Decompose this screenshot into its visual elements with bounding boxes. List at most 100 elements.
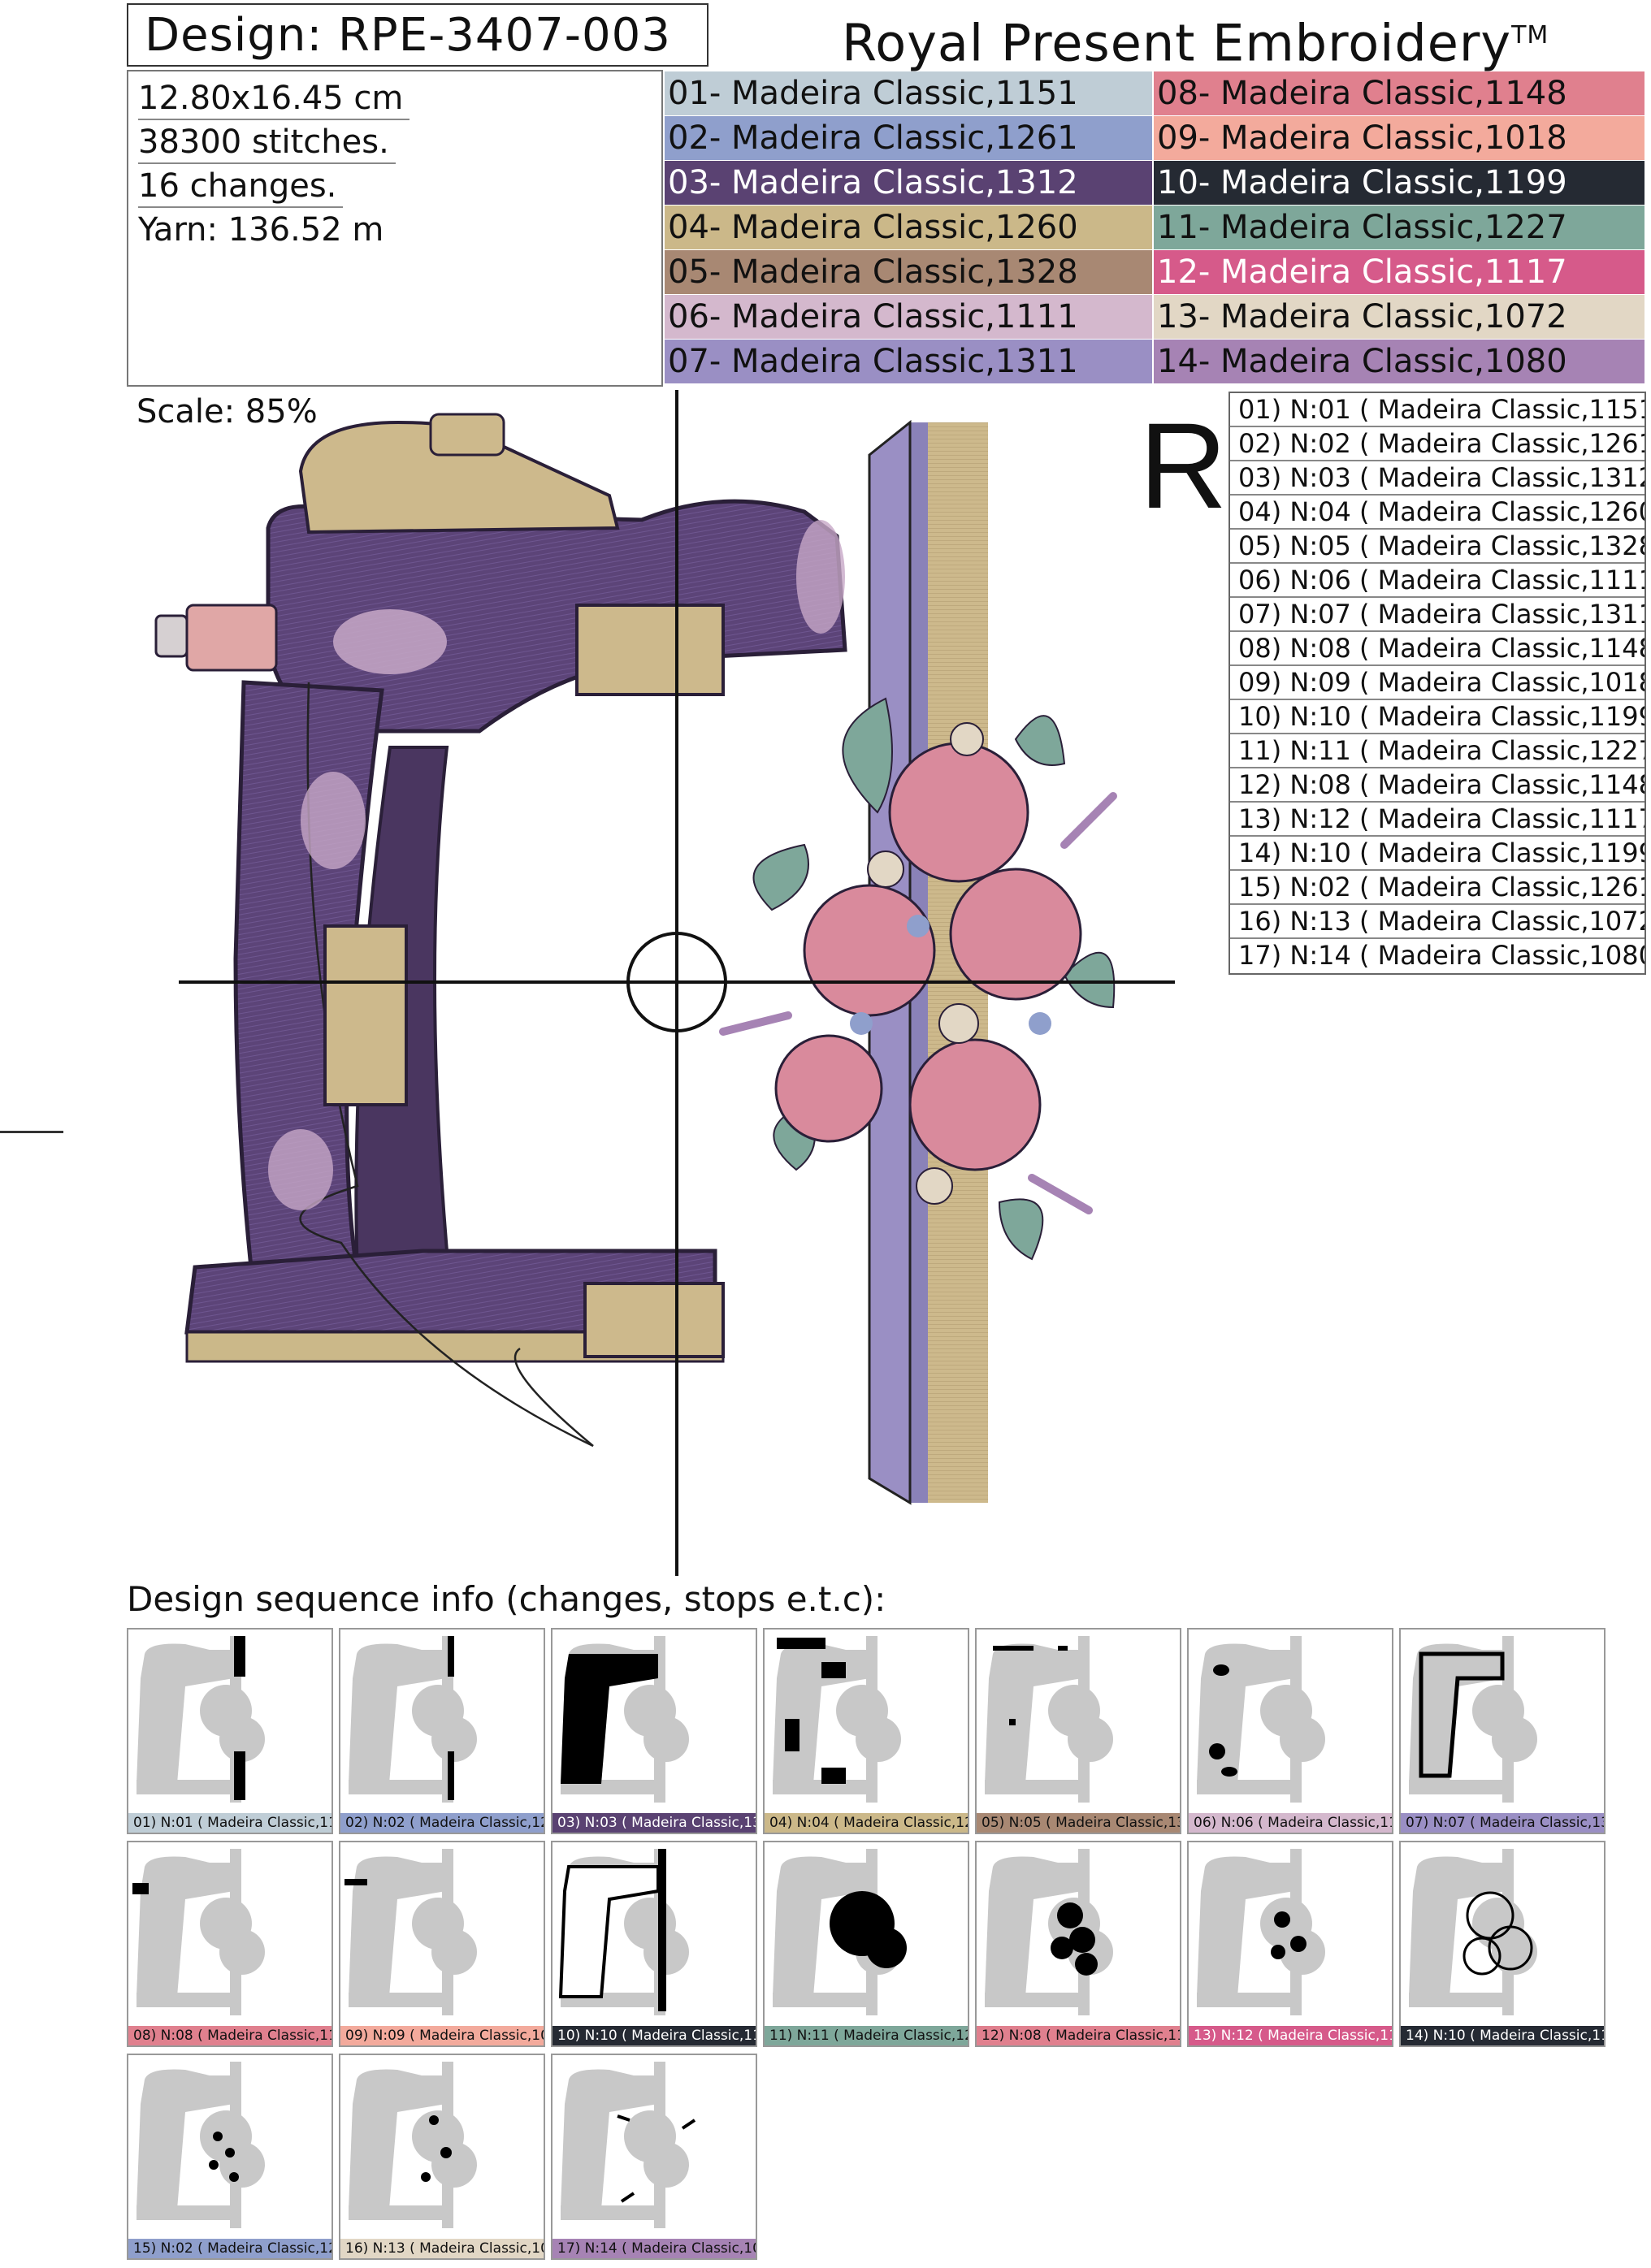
thread-color-swatch: 14- Madeira Classic,1080	[1154, 340, 1644, 383]
leaf-2	[752, 843, 809, 911]
thread-color-swatch: 05- Madeira Classic,1328	[665, 250, 1152, 294]
brand-title: Royal Present EmbroideryTM	[842, 5, 1549, 75]
thumbnail-label: 03) N:03 ( Madeira Classic,1312)	[552, 1813, 756, 1833]
spool-pin	[154, 614, 188, 658]
thread-color-swatch: 07- Madeira Classic,1311	[665, 340, 1152, 383]
sequence-list-item: 15) N:02 ( Madeira Classic,1261)	[1230, 871, 1644, 905]
sequence-list-item: 13) N:12 ( Madeira Classic,1117)	[1230, 803, 1644, 837]
rose-5	[908, 1038, 1042, 1171]
lavender-1	[719, 1011, 792, 1036]
leaf-5	[998, 1198, 1044, 1261]
loose-thread	[299, 682, 594, 1448]
sequence-list-item: 01) N:01 ( Madeira Classic,1151)	[1230, 393, 1644, 427]
thumbnail-label: 06) N:06 ( Madeira Classic,1111)	[1189, 1813, 1392, 1833]
berry-2	[1029, 1012, 1051, 1035]
thumbnail-label: 07) N:07 ( Madeira Classic,1311)	[1401, 1813, 1604, 1833]
sequence-thumbnail: 11) N:11 ( Madeira Classic,1227)	[763, 1841, 969, 2047]
sequence-list-item: 06) N:06 ( Madeira Classic,1111)	[1230, 564, 1644, 598]
orientation-letter: R	[1139, 397, 1228, 534]
sequence-thumbnail: 14) N:10 ( Madeira Classic,1199)	[1399, 1841, 1606, 2047]
thumbnail-label: 13) N:12 ( Madeira Classic,1117)	[1189, 2026, 1392, 2045]
leaf-3	[1063, 951, 1116, 1009]
highlight-1	[333, 609, 447, 674]
sequence-list-item: 04) N:04 ( Madeira Classic,1260)	[1230, 496, 1644, 530]
berry-1	[907, 915, 930, 937]
thumbnail-preview	[349, 1636, 477, 1803]
thumbnail-label: 04) N:04 ( Madeira Classic,1260)	[765, 1813, 968, 1833]
thumbnail-label: 09) N:09 ( Madeira Classic,1018)	[340, 2026, 544, 2045]
thumbnail-label: 12) N:08 ( Madeira Classic,1148)	[977, 2026, 1180, 2045]
thread-color-swatch: 10- Madeira Classic,1199	[1154, 161, 1644, 205]
design-size: 12.80x16.45 cm	[138, 78, 410, 120]
leaf-1	[842, 697, 893, 814]
thread-color-swatch: 13- Madeira Classic,1072	[1154, 295, 1644, 339]
leaf-6	[1014, 715, 1066, 766]
thread-color-swatch: 03- Madeira Classic,1312	[665, 161, 1152, 205]
crosshair-circle	[626, 932, 727, 1032]
sequence-list-item: 02) N:02 ( Madeira Classic,1261)	[1230, 427, 1644, 461]
sequence-thumbnail: 12) N:08 ( Madeira Classic,1148)	[975, 1841, 1181, 2047]
thumbnail-preview	[136, 1636, 265, 1803]
design-info-panel: 12.80x16.45 cm 38300 stitches. 16 change…	[127, 70, 663, 387]
edge-tick-mark	[0, 1131, 63, 1133]
machine-knob	[429, 413, 505, 457]
thumbnail-label: 14) N:10 ( Madeira Classic,1199)	[1401, 2026, 1604, 2045]
thumbnail-label: 08) N:08 ( Madeira Classic,1148)	[128, 2026, 332, 2045]
scale-label: Scale: 85%	[136, 393, 318, 431]
thumbnail-preview	[561, 1636, 689, 1803]
lavender-3	[1028, 1174, 1093, 1214]
lavender-2	[1060, 792, 1117, 849]
sequence-list-item: 10) N:10 ( Madeira Classic,1199)	[1230, 700, 1644, 734]
sequence-list: 01) N:01 ( Madeira Classic,1151)02) N:02…	[1228, 392, 1646, 975]
thumbnail-label: 11) N:11 ( Madeira Classic,1227)	[765, 2026, 968, 2045]
sequence-thumbnail: 10) N:10 ( Madeira Classic,1199)	[551, 1841, 757, 2047]
thumbnail-preview	[1197, 1636, 1325, 1803]
thumbnail-preview	[1409, 1636, 1537, 1803]
rose-4	[774, 1034, 883, 1143]
thumbnail-preview	[349, 2062, 477, 2228]
yarn-length: Yarn: 136.52 m	[138, 211, 384, 249]
thumbnail-preview	[561, 2062, 696, 2228]
sequence-thumbnail: 15) N:02 ( Madeira Classic,1261)	[127, 2054, 333, 2260]
sequence-thumbnail: 01) N:01 ( Madeira Classic,1151)	[127, 1628, 333, 1834]
sequence-list-item: 03) N:03 ( Madeira Classic,1312)	[1230, 461, 1644, 496]
highlight-3	[268, 1129, 333, 1210]
change-count: 16 changes.	[138, 166, 344, 208]
highlight-2	[301, 772, 366, 869]
thread-color-swatch: 06- Madeira Classic,1111	[665, 295, 1152, 339]
thread-color-swatch: 09- Madeira Classic,1018	[1154, 116, 1644, 160]
sequence-thumbnail: 13) N:12 ( Madeira Classic,1117)	[1187, 1841, 1393, 2047]
bud-3	[916, 1167, 953, 1205]
sewing-machine-illustration	[154, 390, 1175, 1576]
flower-bouquet	[719, 697, 1117, 1261]
berry-3	[850, 1012, 873, 1035]
sequence-thumbnail: 09) N:09 ( Madeira Classic,1018)	[339, 1841, 545, 2047]
sequence-list-item: 11) N:11 ( Madeira Classic,1227)	[1230, 734, 1644, 768]
sequence-list-item: 09) N:09 ( Madeira Classic,1018)	[1230, 666, 1644, 700]
thumbnail-label: 16) N:13 ( Madeira Classic,1072)	[340, 2239, 544, 2258]
thread-color-swatch: 01- Madeira Classic,1151	[665, 71, 1152, 115]
sequence-thumbnail: 06) N:06 ( Madeira Classic,1111)	[1187, 1628, 1393, 1834]
thumbnail-label: 17) N:14 ( Madeira Classic,1080)	[552, 2239, 756, 2258]
thread-color-swatch: 12- Madeira Classic,1117	[1154, 250, 1644, 294]
embroidery-preview	[154, 390, 1178, 1576]
thumbnail-label: 02) N:02 ( Madeira Classic,1261)	[340, 1813, 544, 1833]
trademark-mark: TM	[1511, 21, 1549, 50]
highlight-4	[796, 520, 845, 634]
thread-color-swatch: 04- Madeira Classic,1260	[665, 206, 1152, 249]
sequence-thumbnail: 07) N:07 ( Madeira Classic,1311)	[1399, 1628, 1606, 1834]
sequence-thumbnail: 02) N:02 ( Madeira Classic,1261)	[339, 1628, 545, 1834]
thumbnail-preview	[558, 1849, 689, 2015]
thread-color-swatch: 11- Madeira Classic,1227	[1154, 206, 1644, 249]
sequence-thumbnail: 08) N:08 ( Madeira Classic,1148)	[127, 1841, 333, 2047]
sequence-list-item: 17) N:14 ( Madeira Classic,1080)	[1238, 940, 1644, 971]
thumbnail-preview	[985, 1849, 1113, 2015]
thumbnail-preview	[136, 2062, 265, 2228]
bud-1	[867, 850, 904, 888]
thumbnail-preview	[773, 1849, 907, 2015]
sequence-list-item: 07) N:07 ( Madeira Classic,1311)	[1230, 598, 1644, 632]
sequence-list-item: 12) N:08 ( Madeira Classic,1148)	[1230, 768, 1644, 803]
sequence-list-item: 05) N:05 ( Madeira Classic,1328)	[1230, 530, 1644, 564]
thumbnail-preview	[344, 1849, 477, 2015]
